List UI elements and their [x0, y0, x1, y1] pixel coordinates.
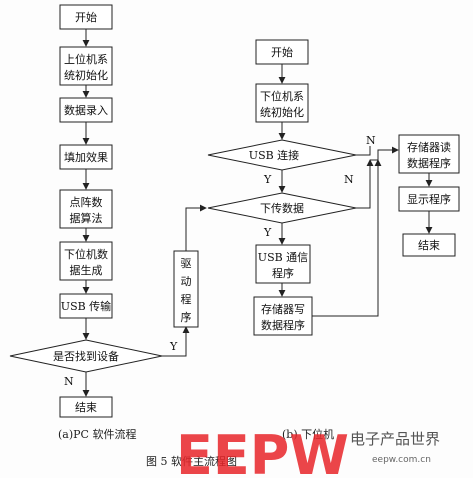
- pc-no-label: N: [64, 375, 74, 388]
- pc-fill-effect-label: 填加效果: [64, 150, 108, 164]
- mcu-usb-comm-node: [255, 244, 311, 284]
- mcu-init-label-2: 统初始化: [260, 105, 304, 119]
- driver-char-2: 动: [181, 275, 192, 288]
- mcu-end-label: 结束: [418, 239, 440, 252]
- mcu-usb-comm-label-2: 程序: [272, 266, 294, 280]
- mcu-usb-no-label: N: [344, 173, 354, 186]
- pc-data-gen-label-1: 下位机数: [64, 247, 108, 261]
- pc-algorithm-label-1: 点阵数: [70, 195, 103, 209]
- mcu-mem-read-node: [398, 134, 460, 174]
- pc-find-device-label: 是否找到设备: [53, 349, 119, 363]
- watermark-logo: EEPW: [176, 424, 349, 478]
- pc-usb-transfer-label: USB 传输: [61, 299, 111, 313]
- driver-char-3: 程: [181, 293, 192, 306]
- mcu-mem-write-label-2: 数据程序: [261, 318, 305, 332]
- mcu-mem-read-label-2: 数据程序: [407, 156, 451, 170]
- mcu-init-label-1: 下位机系: [260, 89, 304, 103]
- pc-yes-label: Y: [169, 340, 178, 353]
- driver-node: [173, 250, 199, 328]
- mcu-download-no-label: N: [366, 134, 376, 147]
- driver-arrow-out: [185, 204, 207, 251]
- pc-algorithm-node: [59, 189, 113, 229]
- mcu-arrow-write-loop: [312, 159, 382, 317]
- mcu-download-label: 下传数据: [260, 201, 304, 215]
- mcu-arrow-to-read: [377, 146, 399, 160]
- mcu-software-flow: 开始 下位机系 统初始化 USB 连接 Y N 下传数据 Y USB 通信 程序…: [207, 39, 460, 336]
- driver-program: 驱 动 程 序: [173, 204, 207, 328]
- figure-caption: 图 5 软件主流程图: [146, 454, 237, 468]
- mcu-display-node: [398, 186, 460, 212]
- pc-data-entry-node: [59, 97, 113, 123]
- pc-end-label: 结束: [75, 401, 97, 414]
- mcu-display-label: 显示程序: [407, 192, 451, 206]
- pc-usb-transfer-node: [59, 293, 113, 319]
- pc-start-label: 开始: [75, 10, 97, 24]
- mcu-init-node: [255, 83, 309, 123]
- pc-start-node: [59, 4, 113, 30]
- watermark-url: eepw.com.cn: [372, 455, 431, 465]
- mcu-arrow-usb-no: [356, 146, 371, 156]
- mcu-usb-comm-label-1: USB 通信: [258, 251, 308, 264]
- mcu-mem-write-label-1: 存储器写: [261, 302, 305, 316]
- mcu-arrow-download-no: [356, 159, 374, 209]
- driver-char-4: 序: [181, 310, 192, 324]
- watermark-cn-text: 电子产品世界: [350, 430, 440, 448]
- pc-init-label-2: 统初始化: [64, 68, 108, 82]
- mcu-download-yes-label: Y: [263, 226, 272, 239]
- driver-char-1: 驱: [181, 257, 192, 270]
- mcu-end-node: [402, 233, 456, 257]
- pc-data-gen-label-2: 据生成: [70, 263, 103, 277]
- pc-software-flow: 开始 上位机系 统初始化 数据录入 填加效果 点阵数 据算法 下位机数 据生成 …: [9, 4, 190, 418]
- pc-init-node: [59, 46, 113, 86]
- mcu-mem-read-label-1: 存储器读: [407, 140, 451, 154]
- caption-right: (b) 下位机: [282, 427, 334, 441]
- pc-init-label-1: 上位机系: [64, 52, 108, 66]
- caption-left: (a)PC 软件流程: [58, 427, 136, 441]
- mcu-start-label: 开始: [271, 45, 293, 59]
- mcu-usb-connect-label: USB 连接: [249, 149, 299, 162]
- pc-data-gen-node: [59, 241, 113, 281]
- pc-end-node: [59, 396, 113, 418]
- eepw-watermark: EEPW 电子产品世界 eepw.com.cn: [176, 424, 440, 478]
- pc-arrow-yes: [162, 326, 190, 357]
- pc-data-entry-label: 数据录入: [64, 103, 108, 117]
- pc-algorithm-label-2: 据算法: [70, 211, 103, 225]
- mcu-mem-write-node: [253, 296, 313, 336]
- mcu-usb-yes-label: Y: [263, 173, 272, 186]
